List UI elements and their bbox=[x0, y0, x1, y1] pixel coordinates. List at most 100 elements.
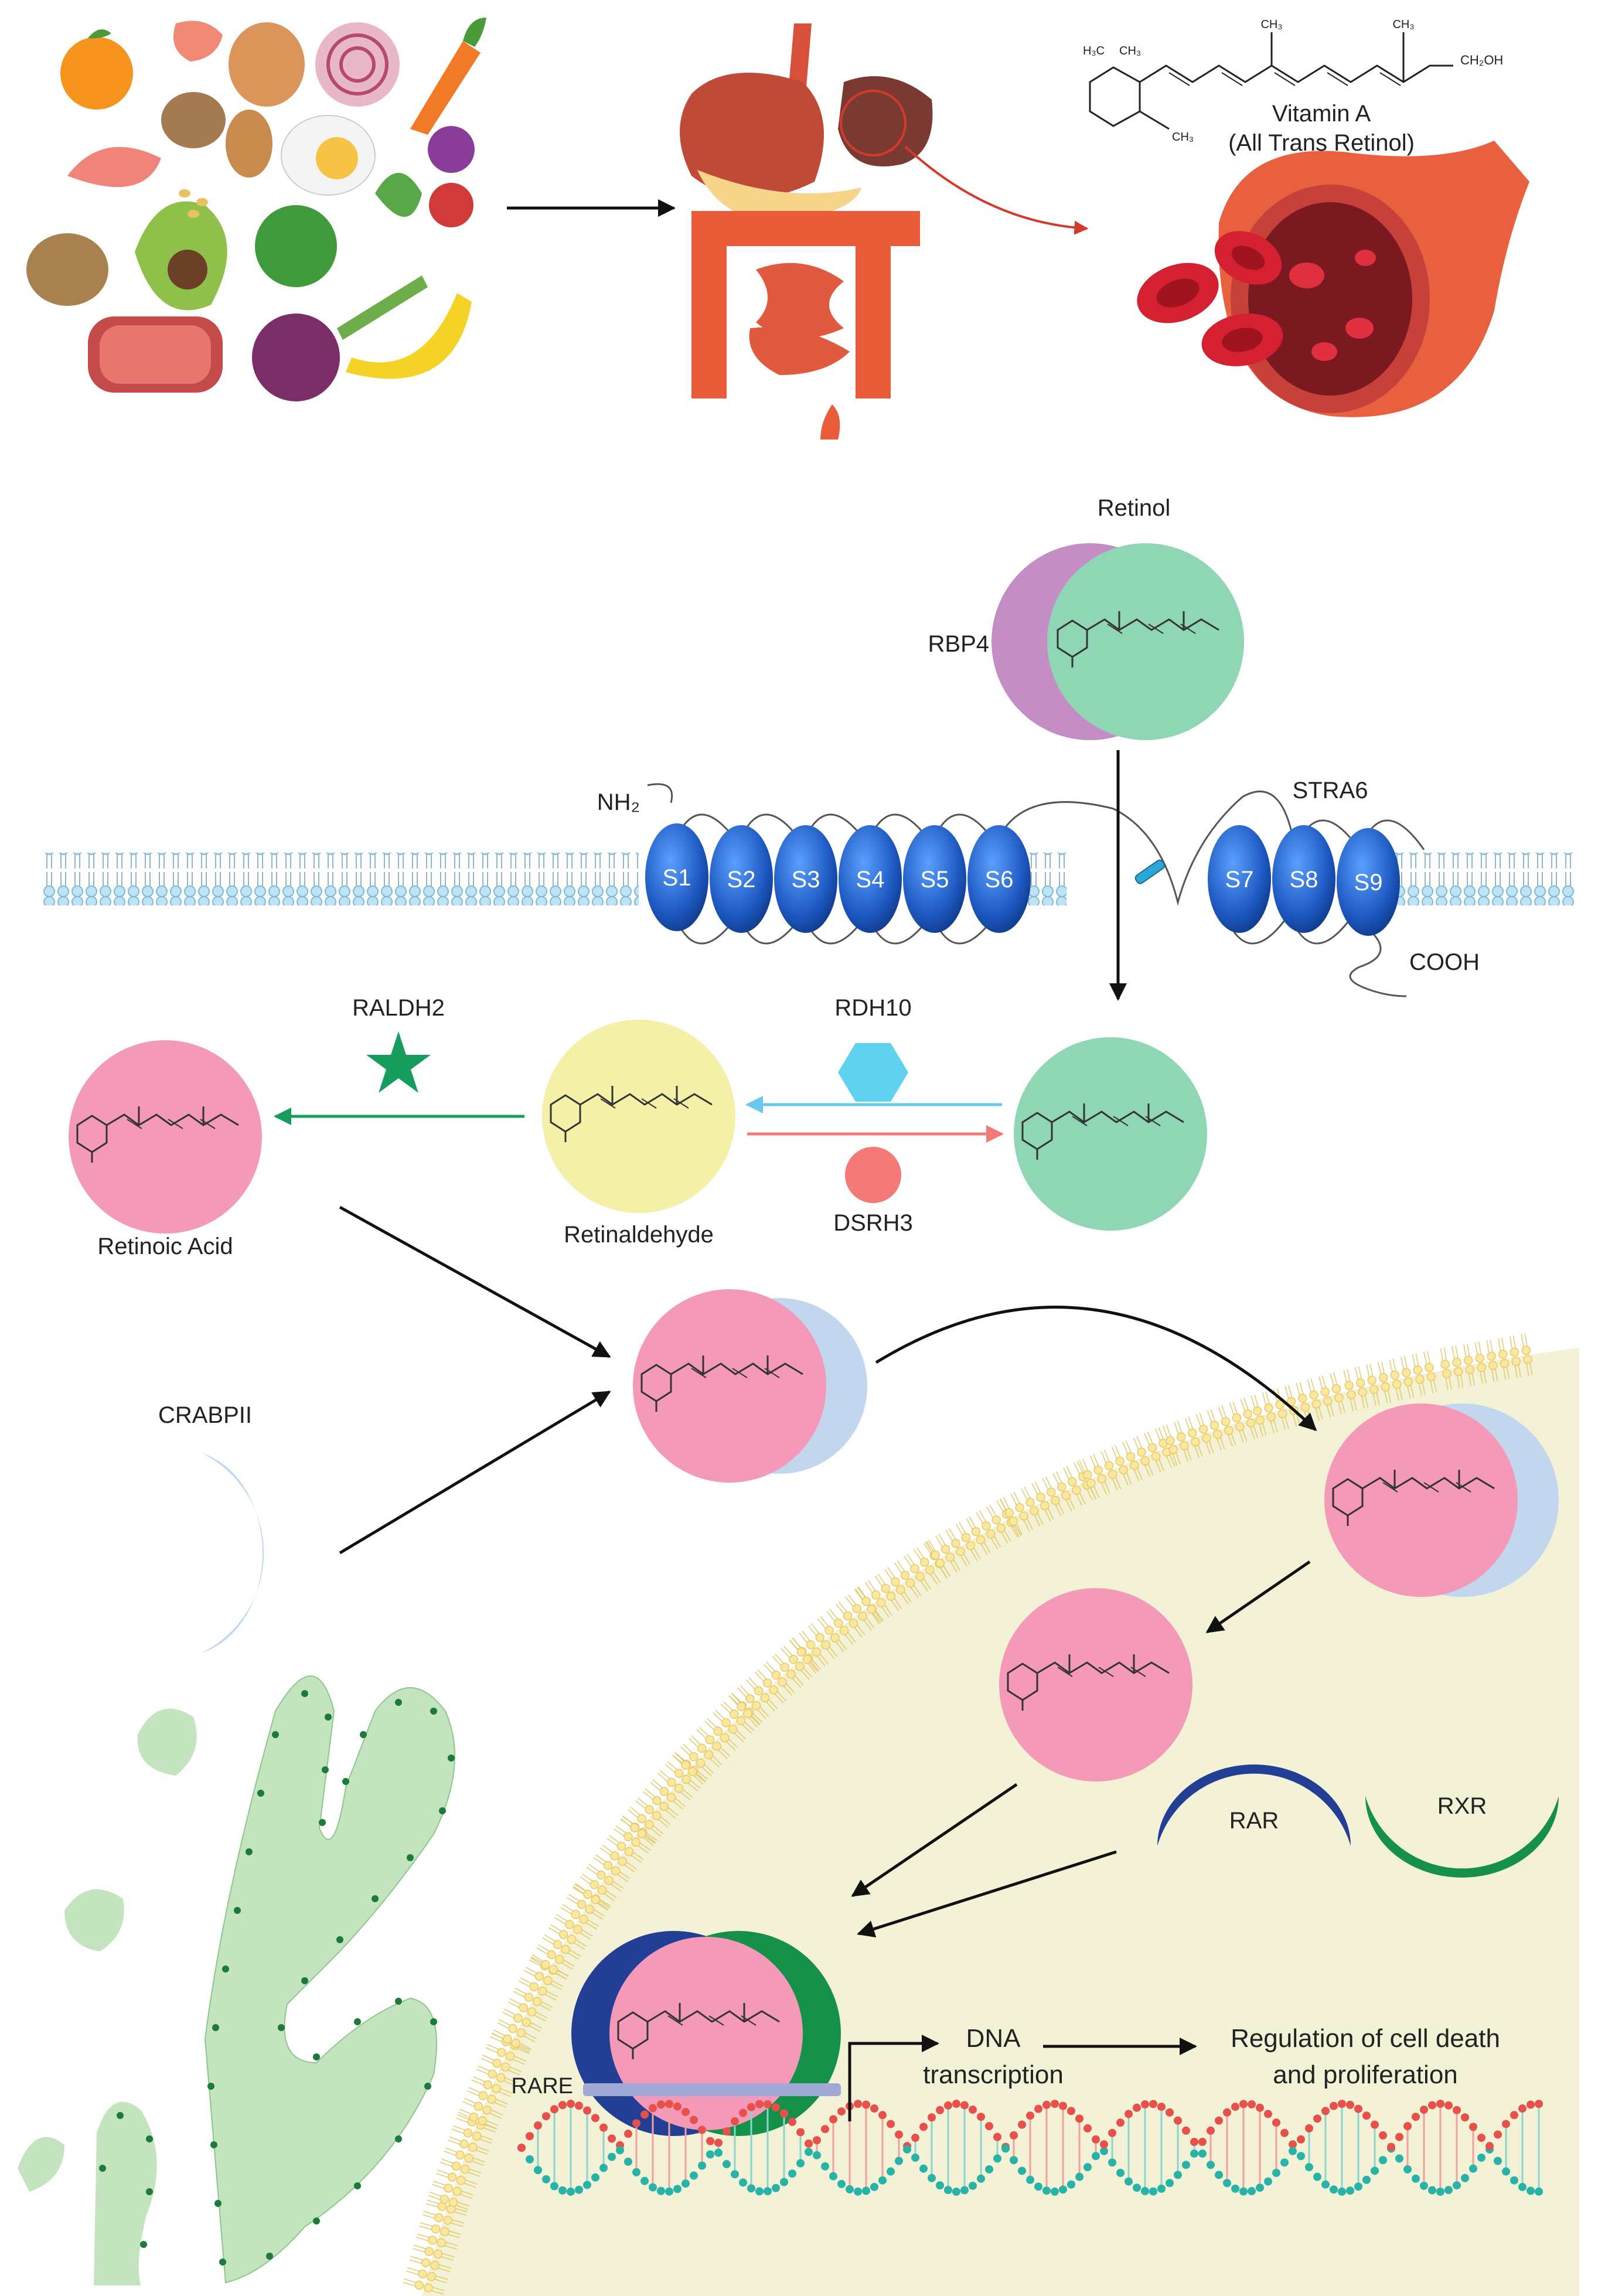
nuclear-pore-segment bbox=[1436, 1330, 1537, 1394]
potato-icon bbox=[229, 22, 305, 107]
ribosome-dot bbox=[313, 2217, 320, 2225]
crabpii-label: CRABPII bbox=[158, 1402, 252, 1428]
dna-backbone-bead bbox=[747, 2103, 755, 2111]
dna-backbone-bead bbox=[764, 2187, 772, 2196]
dna-backbone-bead bbox=[1092, 2152, 1100, 2161]
retinoic-acid-molecule bbox=[69, 1040, 262, 1234]
dna-backbone-bead bbox=[542, 2175, 550, 2183]
dna-backbone-bead bbox=[526, 2155, 534, 2164]
dna-backbone-bead bbox=[854, 2100, 862, 2108]
dna-backbone-bead bbox=[1051, 2100, 1059, 2108]
raldh2-star-icon bbox=[366, 1031, 431, 1093]
dna-backbone-bead bbox=[1166, 2108, 1174, 2117]
dna-backbone-bead bbox=[1354, 2182, 1362, 2191]
ribosome-dot bbox=[354, 2182, 361, 2189]
dna-backbone-bead bbox=[821, 2162, 829, 2171]
hazelnut-icon bbox=[161, 92, 226, 148]
dna-backbone-bead bbox=[1494, 2157, 1502, 2165]
stra6-segment-5 bbox=[903, 825, 966, 933]
dna-backbone-bead bbox=[1436, 2187, 1444, 2196]
stra6-segment-label: S8 bbox=[1290, 867, 1318, 892]
dna-backbone-bead bbox=[714, 2148, 723, 2157]
dna-backbone-bead bbox=[550, 2182, 558, 2191]
ra-to-receptor-arrow bbox=[851, 1783, 1018, 1898]
ra-crabp-complex-envelope bbox=[1324, 1404, 1518, 1597]
dna-backbone-bead bbox=[608, 2152, 616, 2161]
dna-backbone-bead bbox=[1075, 2114, 1083, 2123]
ribosome-dot bbox=[99, 2165, 106, 2172]
retinol-title: Retinol bbox=[1098, 495, 1171, 521]
crabpii-protein bbox=[202, 1453, 264, 1653]
dna-backbone-bead bbox=[1428, 2186, 1436, 2195]
dna-backbone-bead bbox=[657, 2100, 665, 2109]
dna-double-helix bbox=[517, 2100, 1543, 2196]
ribosome-dot bbox=[448, 1755, 455, 1762]
dna-backbone-bead bbox=[1190, 2138, 1198, 2147]
banana-icon bbox=[346, 293, 472, 379]
c-terminus-label: COOH bbox=[1409, 949, 1480, 975]
dna-backbone-bead bbox=[673, 2102, 682, 2111]
dna-backbone-bead bbox=[1264, 2177, 1272, 2186]
dna-backbone-bead bbox=[1174, 2171, 1182, 2179]
dna-backbone-bead bbox=[952, 2187, 960, 2196]
dna-backbone-bead bbox=[1371, 2166, 1379, 2175]
dna-backbone-bead bbox=[993, 2133, 1001, 2141]
ribosome-dot bbox=[272, 1731, 279, 1738]
dna-backbone-bead bbox=[1338, 2187, 1346, 2196]
regulation-label-line2: and proliferation bbox=[1273, 2060, 1458, 2089]
dna-backbone-bead bbox=[583, 2106, 591, 2115]
dna-backbone-bead bbox=[1469, 2123, 1477, 2131]
ribosome-dot bbox=[222, 1965, 229, 1973]
dhrs3-label: DSRH3 bbox=[833, 1210, 913, 1236]
n-terminus-label: NH₂ bbox=[597, 789, 640, 815]
dna-backbone-bead bbox=[567, 2100, 575, 2108]
dna-backbone-bead bbox=[952, 2100, 960, 2108]
dna-backbone-bead bbox=[796, 2128, 805, 2137]
dna-backbone-bead bbox=[1444, 2101, 1453, 2110]
dna-backbone-bead bbox=[599, 2164, 608, 2172]
stra6-segment-2 bbox=[710, 825, 773, 933]
dna-backbone-bead bbox=[1387, 2142, 1395, 2151]
nuclear-pore-segment bbox=[850, 1537, 955, 1629]
dna-backbone-bead bbox=[1051, 2187, 1059, 2196]
dna-backbone-bead bbox=[1362, 2111, 1371, 2120]
ribosome-dot bbox=[257, 1790, 264, 1797]
retinoic-acid-label: Retinoic Acid bbox=[97, 1234, 233, 1259]
carrot-icon bbox=[410, 41, 481, 135]
ring-methyl-bottom: CH₃ bbox=[1172, 131, 1194, 144]
dna-backbone-bead bbox=[632, 2168, 640, 2176]
dna-backbone-bead bbox=[1010, 2131, 1018, 2140]
dna-backbone-bead bbox=[1527, 2100, 1535, 2109]
dna-backbone-bead bbox=[1157, 2184, 1166, 2193]
ribosome-dot bbox=[395, 1998, 402, 2005]
liver-to-blood-arrow bbox=[904, 145, 1089, 235]
ra-to-complex-arrow bbox=[339, 1205, 611, 1358]
dna-backbone-bead bbox=[1149, 2187, 1157, 2196]
dna-backbone-bead bbox=[1248, 2100, 1256, 2108]
dna-backbone-bead bbox=[575, 2185, 583, 2194]
dna-backbone-bead bbox=[731, 2170, 739, 2179]
dna-backbone-bead bbox=[1272, 2118, 1280, 2127]
ribosome-dot bbox=[117, 2112, 124, 2119]
dna-backbone-bead bbox=[969, 2181, 977, 2190]
rdh10-label: RDH10 bbox=[834, 995, 911, 1021]
ribosome-dot bbox=[439, 1807, 446, 1814]
ribosome-dot bbox=[140, 2241, 147, 2248]
stra6-segment-label: S4 bbox=[856, 867, 885, 892]
dna-backbone-bead bbox=[805, 2139, 813, 2148]
dna-backbone-bead bbox=[739, 2178, 747, 2187]
broccoli-icon bbox=[255, 205, 337, 287]
ribosome-dot bbox=[219, 2258, 226, 2266]
ribosome-dot bbox=[407, 1854, 414, 1861]
dna-backbone-bead bbox=[1034, 2182, 1042, 2191]
retinol-molecule bbox=[1047, 543, 1244, 740]
dna-backbone-bead bbox=[1108, 2158, 1116, 2167]
retinaldehyde-label: Retinaldehyde bbox=[564, 1222, 714, 1248]
dna-backbone-bead bbox=[526, 2132, 534, 2141]
ribosome-dot bbox=[395, 1699, 402, 1706]
dna-backbone-bead bbox=[1272, 2168, 1280, 2177]
dna-backbone-bead bbox=[665, 2187, 673, 2196]
dna-backbone-bead bbox=[944, 2186, 952, 2195]
complex-to-nucleus-arrow bbox=[875, 1306, 1317, 1432]
dna-backbone-bead bbox=[1215, 2171, 1223, 2179]
